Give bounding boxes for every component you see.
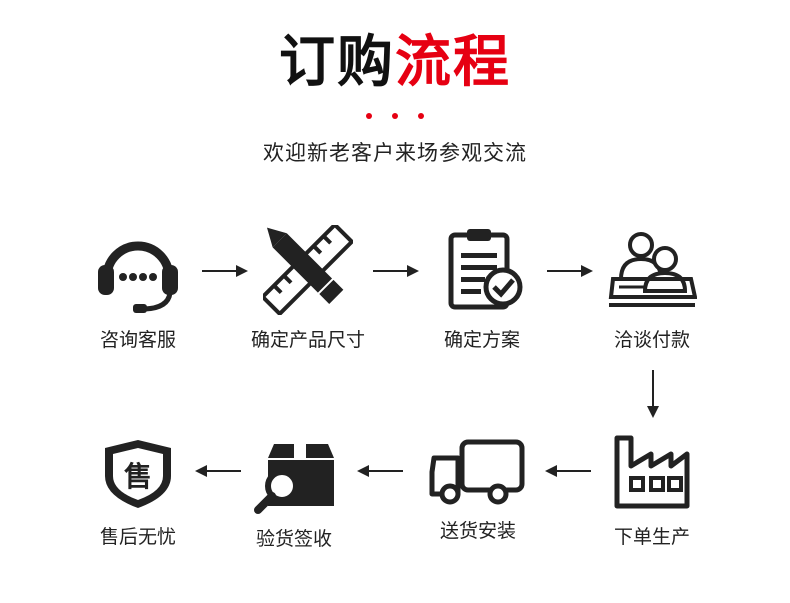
- step-consult: 咨询客服: [58, 225, 218, 352]
- step-inspect-sign: 验货签收: [214, 434, 374, 551]
- step-label: 送货安装: [439, 520, 516, 542]
- title-part2: 流程: [395, 30, 511, 95]
- step-label: 咨询客服: [99, 329, 176, 351]
- arrow-down-icon: [647, 370, 659, 418]
- after-sales-badge-text: 售: [124, 460, 152, 493]
- truck-icon: [429, 439, 525, 505]
- step-after-sales: 售 售后无忧: [58, 436, 218, 549]
- step-confirm-plan: 确定方案: [402, 225, 562, 352]
- arrow-right-icon: [202, 265, 248, 277]
- step-label: 洽谈付款: [613, 329, 690, 351]
- factory-icon: [614, 435, 690, 509]
- step-label: 下单生产: [613, 526, 690, 548]
- meeting-icon: [608, 232, 697, 307]
- page-title: 订购流程: [0, 28, 790, 98]
- title-dots: [0, 104, 790, 123]
- box-magnifier-icon: [254, 442, 334, 514]
- step-production: 下单生产: [572, 432, 732, 549]
- step-delivery: 送货安装: [398, 436, 558, 543]
- step-label: 确定方案: [443, 329, 520, 351]
- step-label: 验货签收: [255, 528, 332, 550]
- arrow-left-icon: [357, 465, 403, 477]
- pencil-ruler-icon: [263, 225, 353, 315]
- arrow-left-icon: [195, 465, 241, 477]
- headset-icon: [98, 241, 178, 313]
- arrow-right-icon: [547, 265, 593, 277]
- arrow-left-icon: [545, 465, 591, 477]
- step-confirm-size: 确定产品尺寸: [228, 225, 388, 352]
- clipboard-check-icon: [448, 229, 523, 310]
- title-part1: 订购: [279, 30, 395, 95]
- step-label: 售后无忧: [99, 526, 176, 548]
- arrow-right-icon: [373, 265, 419, 277]
- step-label: 确定产品尺寸: [250, 329, 365, 351]
- step-negotiate-payment: 洽谈付款: [572, 225, 732, 352]
- subtitle: 欢迎新老客户来场参观交流: [263, 141, 527, 165]
- shield-icon: 售: [105, 440, 171, 508]
